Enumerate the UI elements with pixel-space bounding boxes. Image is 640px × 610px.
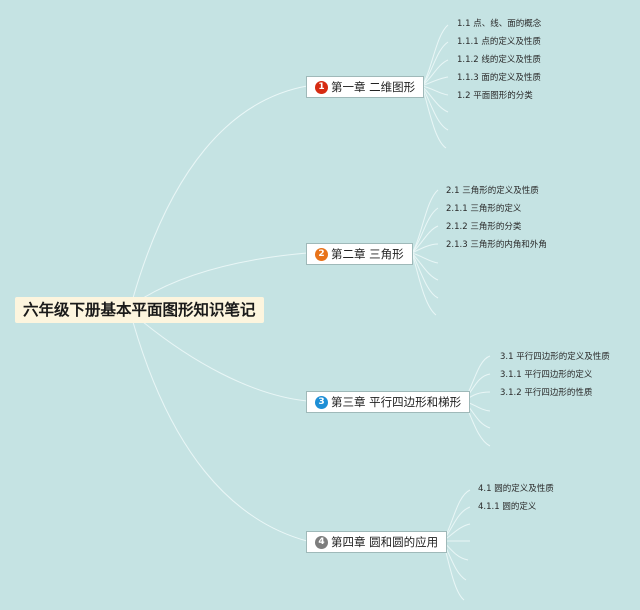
chapter-node-2[interactable]: 2 第二章 三角形	[306, 243, 413, 265]
chapter-node-4[interactable]: 4 第四章 圆和圆的应用	[306, 531, 448, 553]
leaf-node[interactable]: 2.1.3 三角形的内角和外角	[446, 240, 547, 250]
leaf-node[interactable]: 1.1 点、线、面的概念	[457, 19, 542, 29]
chapter-node-3[interactable]: 3 第三章 平行四边形和梯形	[306, 391, 471, 413]
leaf-node[interactable]: 3.1.2 平行四边形的性质	[500, 388, 593, 398]
leaf-node[interactable]: 2.1.1 三角形的定义	[446, 204, 522, 214]
number-badge-1: 1	[315, 80, 328, 94]
leaf-node[interactable]: 2.1.2 三角形的分类	[446, 222, 522, 232]
leaf-node[interactable]: 4.1.1 圆的定义	[478, 502, 537, 512]
chapter-title: 第二章 三角形	[331, 247, 404, 261]
leaf-node[interactable]: 1.1.3 面的定义及性质	[457, 73, 541, 83]
root-title: 六年级下册基本平面图形知识笔记	[23, 301, 256, 319]
leaf-node[interactable]: 1.1.1 点的定义及性质	[457, 37, 541, 47]
chapter-title: 第一章 二维图形	[331, 80, 416, 94]
number-badge-3: 3	[315, 395, 328, 409]
chapter-title: 第四章 圆和圆的应用	[331, 535, 439, 549]
chapter-node-1[interactable]: 1 第一章 二维图形	[306, 76, 425, 98]
number-badge-4: 4	[315, 535, 328, 549]
chapter-title: 第三章 平行四边形和梯形	[331, 395, 462, 409]
leaf-node[interactable]: 4.1 圆的定义及性质	[478, 484, 554, 494]
leaf-node[interactable]: 3.1 平行四边形的定义及性质	[500, 352, 610, 362]
leaf-node[interactable]: 1.1.2 线的定义及性质	[457, 55, 541, 65]
number-badge-2: 2	[315, 247, 328, 261]
leaf-node[interactable]: 2.1 三角形的定义及性质	[446, 186, 539, 196]
leaf-node[interactable]: 3.1.1 平行四边形的定义	[500, 370, 593, 380]
leaf-node[interactable]: 1.2 平面图形的分类	[457, 91, 533, 101]
root-node[interactable]: 六年级下册基本平面图形知识笔记	[15, 297, 264, 323]
